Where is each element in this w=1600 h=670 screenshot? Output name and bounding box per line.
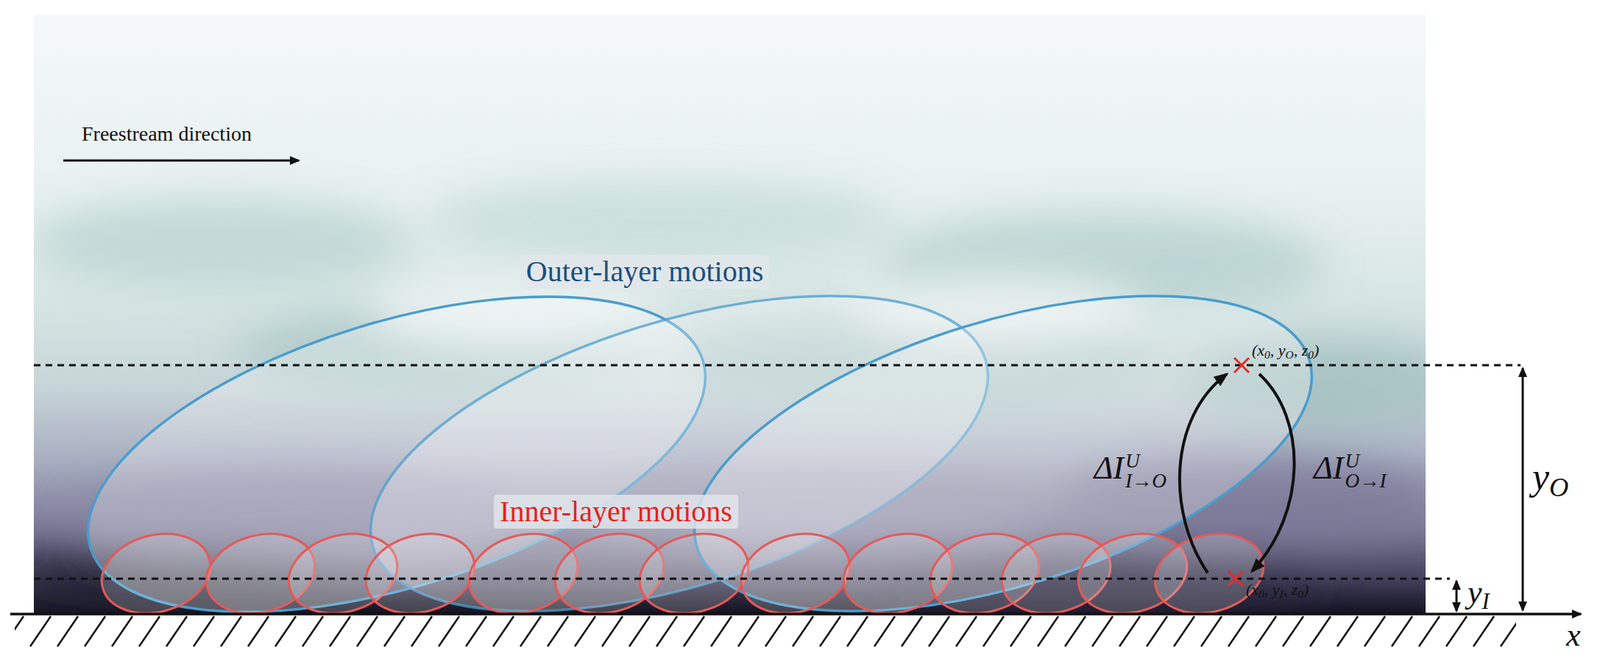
- flow-direction-label: Freestream direction: [81, 122, 252, 146]
- information-flux-arrow: [1251, 373, 1295, 572]
- outer-layer-ellipses: [51, 233, 1348, 670]
- dimension-label: yO: [1532, 454, 1569, 504]
- cross-symbol: [1226, 569, 1245, 588]
- cross-stroke: [1228, 571, 1244, 586]
- information-flux-label: ΔIUI→O: [1093, 450, 1167, 491]
- inner-motion-ellipse: [1145, 521, 1273, 625]
- information-flux-label: ΔIUO→I: [1313, 450, 1387, 491]
- outer-motion-ellipse: [657, 233, 1348, 670]
- outer-height-dashed-line: [33, 364, 1521, 367]
- cross-stroke: [1234, 357, 1249, 373]
- wall-hatching: [14, 615, 1517, 648]
- information-flux-arrow: [1179, 373, 1227, 573]
- outer-layer-label: Outer-layer motions: [520, 254, 770, 289]
- inner-motion-ellipse: [356, 521, 484, 625]
- point-coordinate: (x0, yO, z0): [1251, 340, 1319, 360]
- point-marker: (x0, yI, z0): [1226, 579, 1309, 601]
- inner-motion-ellipse: [630, 521, 758, 625]
- inner-layer-ellipses: [92, 521, 1273, 625]
- wall-axis: [10, 612, 1581, 616]
- inner-height-dimension: [1455, 580, 1458, 611]
- cross-symbol: [1232, 356, 1251, 374]
- dimension-label: yI: [1467, 574, 1490, 615]
- outer-height-dimension: [1521, 367, 1525, 611]
- point-coordinate: (x0, yI, z0): [1245, 579, 1309, 599]
- inner-motion-ellipse: [732, 521, 859, 625]
- inner-motion-ellipse: [92, 521, 220, 625]
- axis-label: x: [1566, 616, 1581, 655]
- point-marker: (x0, yO, z0): [1232, 340, 1319, 362]
- inner-layer-label: Inner-layer motions: [493, 494, 739, 529]
- freestream-arrow: [63, 159, 299, 162]
